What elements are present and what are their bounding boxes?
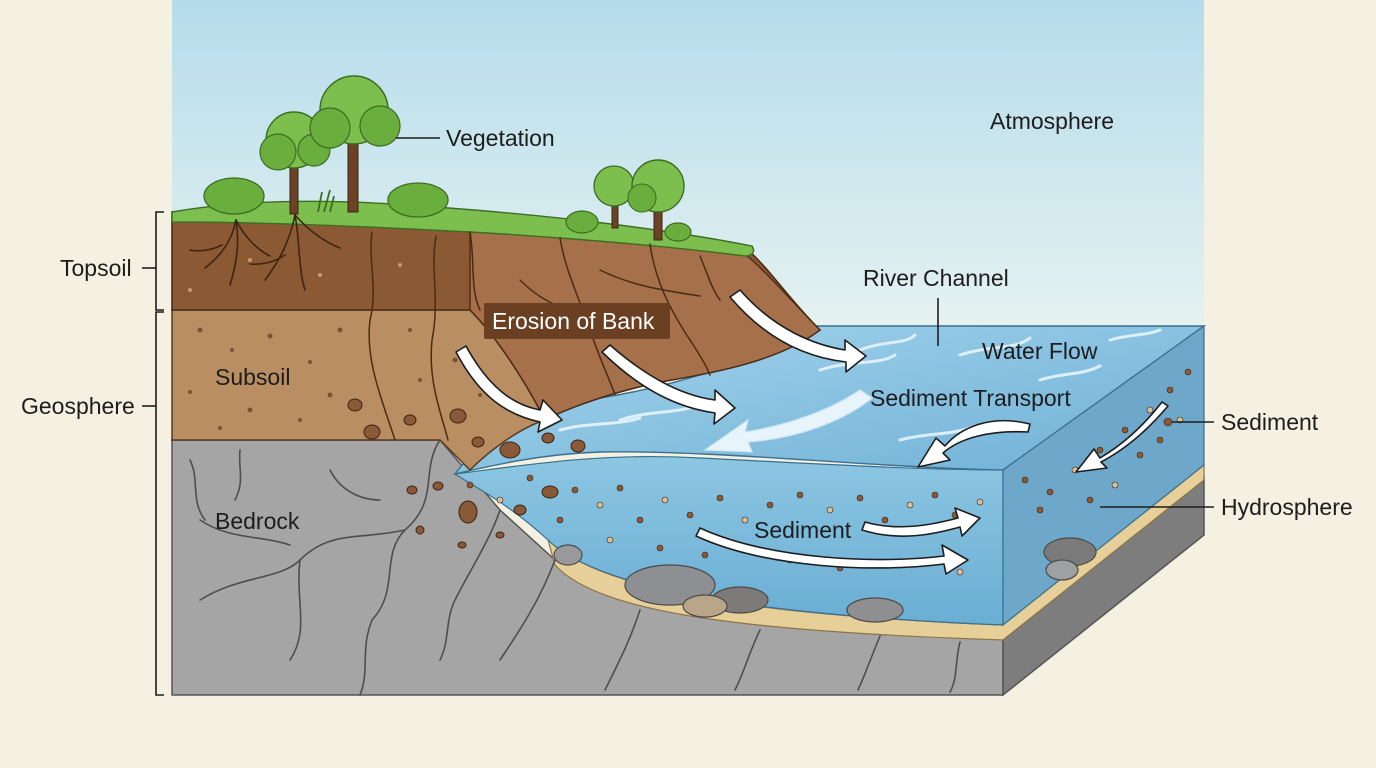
bed-boulders xyxy=(553,537,1097,623)
grass-strip xyxy=(171,200,755,257)
sediment-transport-label: Sediment Transport xyxy=(870,385,1071,411)
bed-arrow-2 xyxy=(695,527,969,575)
bed-arrow-1 xyxy=(861,507,981,537)
erosion-arrow-1 xyxy=(455,345,563,433)
bedrock-cracks xyxy=(189,439,961,696)
flow-arrows xyxy=(455,289,1169,575)
erosion-label-box xyxy=(484,303,670,339)
geosphere-label: Geosphere xyxy=(21,393,135,419)
sediment-right-label: Sediment xyxy=(1221,409,1319,435)
geosphere-bracket xyxy=(155,311,164,696)
topsoil-bracket xyxy=(155,211,164,311)
river-channel-label: River Channel xyxy=(863,265,1009,291)
erosion-arrow-3 xyxy=(729,289,867,373)
tree-roots xyxy=(189,214,341,291)
vegetation-label: Vegetation xyxy=(446,125,555,151)
atmosphere-label: Atmosphere xyxy=(990,108,1114,134)
layer-brackets xyxy=(142,211,164,696)
erosion-arrow-2 xyxy=(601,344,736,425)
vegetation-trees xyxy=(203,75,692,242)
water-flow-arrow xyxy=(703,389,874,453)
leader-lines xyxy=(396,137,1214,508)
subsoil-label: Subsoil xyxy=(215,364,290,390)
erosion-of-bank-label: Erosion of Bank xyxy=(492,308,655,334)
sediment-arrow xyxy=(1075,401,1169,473)
subsoil-pebbles xyxy=(188,258,482,430)
topsoil-label: Topsoil xyxy=(60,255,132,281)
transport-arrow xyxy=(917,419,1031,468)
falling-debris xyxy=(347,398,586,549)
bedrock-label: Bedrock xyxy=(215,508,300,534)
hydrosphere-label: Hydrosphere xyxy=(1221,494,1353,520)
sediment-bed-label: Sediment xyxy=(754,517,852,543)
water-flow-label: Water Flow xyxy=(982,338,1098,364)
